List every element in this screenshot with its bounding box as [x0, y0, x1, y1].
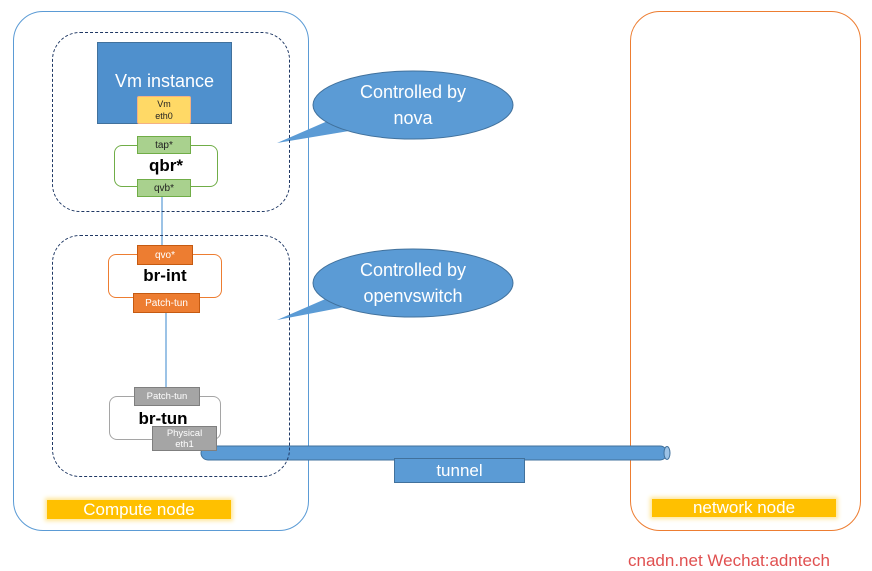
- tunnel-pipe-end: [663, 446, 671, 460]
- nova-callout-line2: nova: [393, 108, 433, 128]
- physical-eth1-line2: eth1: [175, 438, 194, 450]
- br-int-label: br-int: [143, 266, 187, 285]
- vm-eth0-port: Vm eth0: [137, 96, 191, 124]
- compute-node-label-text: Compute node: [83, 499, 195, 519]
- network-node-label: network node: [652, 498, 836, 517]
- br-tun-label: br-tun: [138, 409, 188, 428]
- nova-managed-group: [52, 32, 290, 212]
- physical-eth1-port: Physical eth1: [152, 426, 217, 451]
- vm-instance-title: Vm instance: [114, 71, 215, 91]
- nova-callout-bubble: [312, 70, 514, 140]
- vm-eth0-line2: eth0: [155, 111, 173, 121]
- physical-eth1-line1: Physical: [166, 427, 203, 439]
- tunnel-label-text: tunnel: [436, 460, 483, 480]
- nova-callout-line1: Controlled by: [359, 82, 467, 102]
- ovs-callout-bubble: [312, 248, 514, 318]
- ovs-callout-line1: Controlled by: [359, 260, 467, 280]
- tap-port: tap*: [137, 136, 191, 154]
- compute-node-outline: [13, 11, 309, 531]
- network-node-label-text: network node: [692, 498, 796, 517]
- br-tun-patch-port: Patch-tun: [134, 387, 200, 406]
- watermark-text: cnadn.net Wechat:adntech: [628, 551, 830, 570]
- qvb-port-label: qvb*: [153, 182, 174, 194]
- br-int-patch-label: Patch-tun: [145, 297, 188, 309]
- qvo-port: qvo*: [137, 245, 193, 265]
- br-int-patch-port: Patch-tun: [133, 293, 200, 313]
- compute-node-label: Compute node: [47, 500, 231, 519]
- network-node-outline: [630, 11, 861, 531]
- qvb-port: qvb*: [137, 179, 191, 197]
- tunnel-label: tunnel: [394, 458, 525, 483]
- ovs-callout-line2: openvswitch: [363, 286, 463, 306]
- nova-callout-text: Controlled by nova: [313, 79, 513, 131]
- qvo-port-label: qvo*: [154, 249, 175, 261]
- tap-port-label: tap*: [155, 139, 173, 151]
- ovs-managed-group: [52, 235, 290, 477]
- qbr-label: qbr*: [149, 156, 183, 175]
- vm-eth0-line1: Vm: [157, 99, 171, 109]
- ovs-callout-text: Controlled by openvswitch: [313, 257, 513, 309]
- br-tun-patch-label: Patch-tun: [146, 391, 188, 402]
